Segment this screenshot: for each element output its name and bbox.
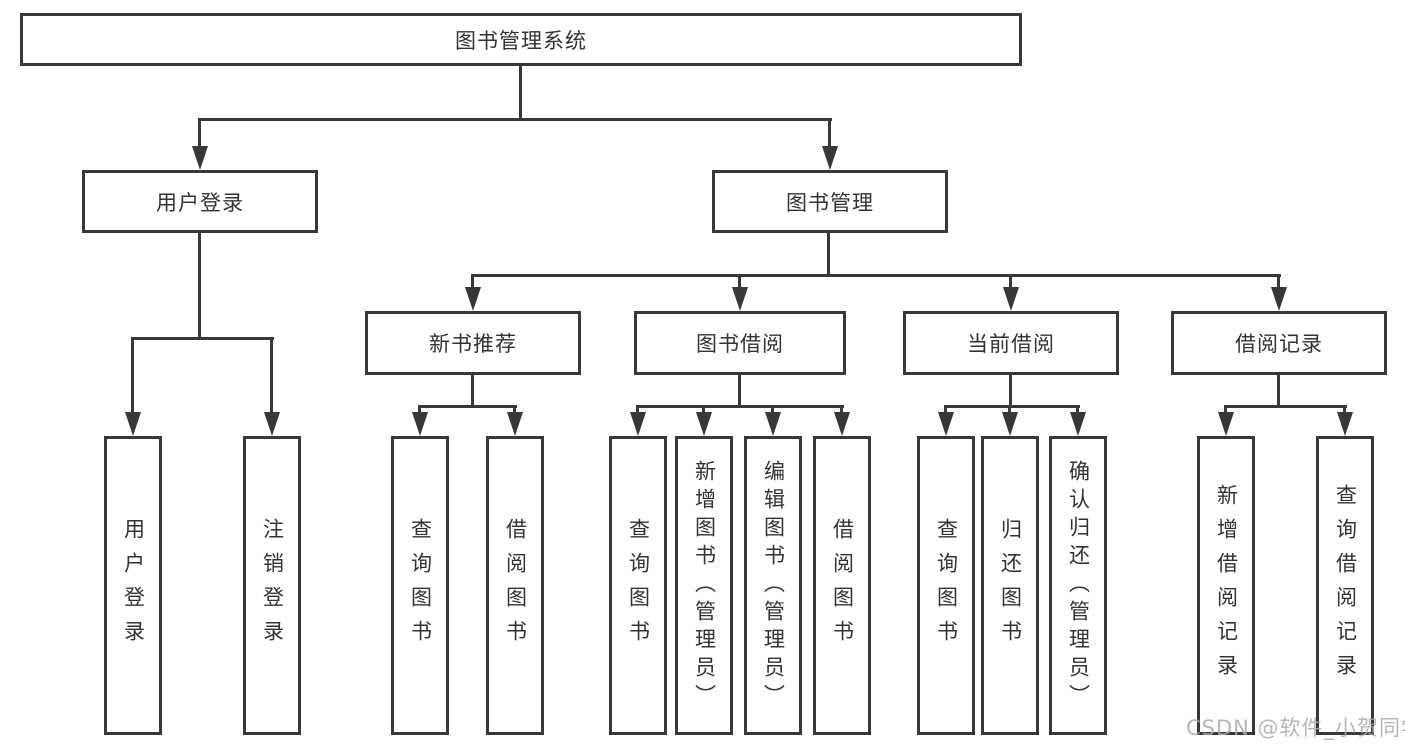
node-current-borrow: 当前借阅 [903,311,1119,375]
arrow-down-icon [1337,412,1353,436]
connector-user-login-drop [198,118,201,146]
connector-leaf-drop [944,405,947,415]
leaf-label: 新增图书（管理员） [692,459,717,712]
connector-leaf-drop [840,405,843,415]
connector-stem [471,375,474,405]
connector-root-hline [198,118,832,121]
leaf-query-books-borrow: 查询图书 [609,436,667,735]
arrow-down-icon [732,287,748,311]
arrow-down-icon [1218,412,1234,436]
connector-book-mgmt-stem [827,233,830,274]
node-new-book-recommend: 新书推荐 [365,311,581,375]
arrow-down-icon [264,412,280,436]
node-user-login: 用户登录 [82,170,318,233]
arrow-down-icon [1002,412,1018,436]
connector-stem [1009,375,1012,405]
node-label: 新书推荐 [429,332,517,356]
connector-leaf-drop [771,405,774,415]
arrow-down-icon [125,412,141,436]
leaf-edit-books-admin: 编辑图书（管理员） [744,436,802,735]
leaf-label: 查询图书 [408,517,433,654]
connector-book-mgmt-hline [471,274,1281,277]
connector-leaf-drop [1343,405,1346,415]
leaf-query-books-recommend: 查询图书 [391,436,449,735]
connector-leaf-drop [513,405,516,415]
arrow-down-icon [507,412,523,436]
node-label: 当前借阅 [967,332,1055,356]
connector-leaf-drop [418,405,421,415]
arrow-down-icon [465,287,481,311]
arrow-down-icon [765,412,781,436]
leaf-label: 归还图书 [998,517,1023,654]
leaf-label: 查询图书 [626,517,651,654]
connector-leaf-drop [1224,405,1227,415]
leaf-label: 查询图书 [934,517,959,654]
connector-root-stem [519,66,522,118]
node-label: 借阅记录 [1235,332,1323,356]
csdn-watermark: CSDN @软件_小贺同学 [1186,716,1405,740]
connector-book-mgmt-drop [828,118,831,146]
arrow-down-icon [822,146,838,170]
leaf-borrow-books: 借阅图书 [813,436,871,735]
leaf-user-login: 用户登录 [104,436,162,735]
leaf-label: 借阅图书 [503,517,528,654]
arrow-down-icon [192,146,208,170]
node-book-mgmt-label: 图书管理 [786,190,874,215]
connector-hline [418,405,517,408]
node-borrow-records: 借阅记录 [1171,311,1387,375]
leaf-label: 用户登录 [121,517,146,654]
leaf-borrow-books-recommend: 借阅图书 [486,436,544,735]
connector-leaf-drop [702,405,705,415]
leaf-logout: 注销登录 [243,436,301,735]
leaf-query-borrow-record: 查询借阅记录 [1316,436,1374,735]
leaf-label: 确认归还（管理员） [1066,459,1091,712]
leaf-label: 借阅图书 [830,517,855,654]
arrow-down-icon [412,412,428,436]
connector-stem [1277,375,1280,405]
connector-user-login-hline [131,337,274,340]
leaf-query-books-current: 查询图书 [917,436,975,735]
connector-l3-drop [738,274,741,289]
connector-hline [1224,405,1347,408]
connector-leaf-drop [131,337,134,415]
leaf-confirm-return-admin: 确认归还（管理员） [1049,436,1107,735]
leaf-add-books-admin: 新增图书（管理员） [675,436,733,735]
leaf-label: 查询借阅记录 [1333,483,1358,688]
leaf-label: 新增借阅记录 [1214,483,1239,688]
arrow-down-icon [1003,287,1019,311]
leaf-add-borrow-record: 新增借阅记录 [1197,436,1255,735]
connector-l3-drop [1277,274,1280,289]
leaf-return-books: 归还图书 [981,436,1039,735]
connector-l3-drop [471,274,474,289]
connector-leaf-drop [270,337,273,415]
connector-user-login-stem [198,233,201,337]
connector-hline [944,405,1080,408]
node-label: 图书借阅 [696,332,784,356]
node-root-label: 图书管理系统 [455,28,587,53]
connector-hline [636,405,844,408]
arrow-down-icon [630,412,646,436]
node-root: 图书管理系统 [20,13,1022,66]
arrow-down-icon [1271,287,1287,311]
node-user-login-label: 用户登录 [156,190,244,215]
arrow-down-icon [696,412,712,436]
arrow-down-icon [834,412,850,436]
connector-leaf-drop [636,405,639,415]
connector-leaf-drop [1008,405,1011,415]
node-book-mgmt: 图书管理 [712,170,948,233]
connector-l3-drop [1009,274,1012,289]
arrow-down-icon [1070,412,1086,436]
leaf-label: 注销登录 [260,517,285,654]
connector-leaf-drop [1076,405,1079,415]
arrow-down-icon [938,412,954,436]
connector-stem [738,375,741,405]
node-book-borrow: 图书借阅 [634,311,846,375]
leaf-label: 编辑图书（管理员） [761,459,786,712]
